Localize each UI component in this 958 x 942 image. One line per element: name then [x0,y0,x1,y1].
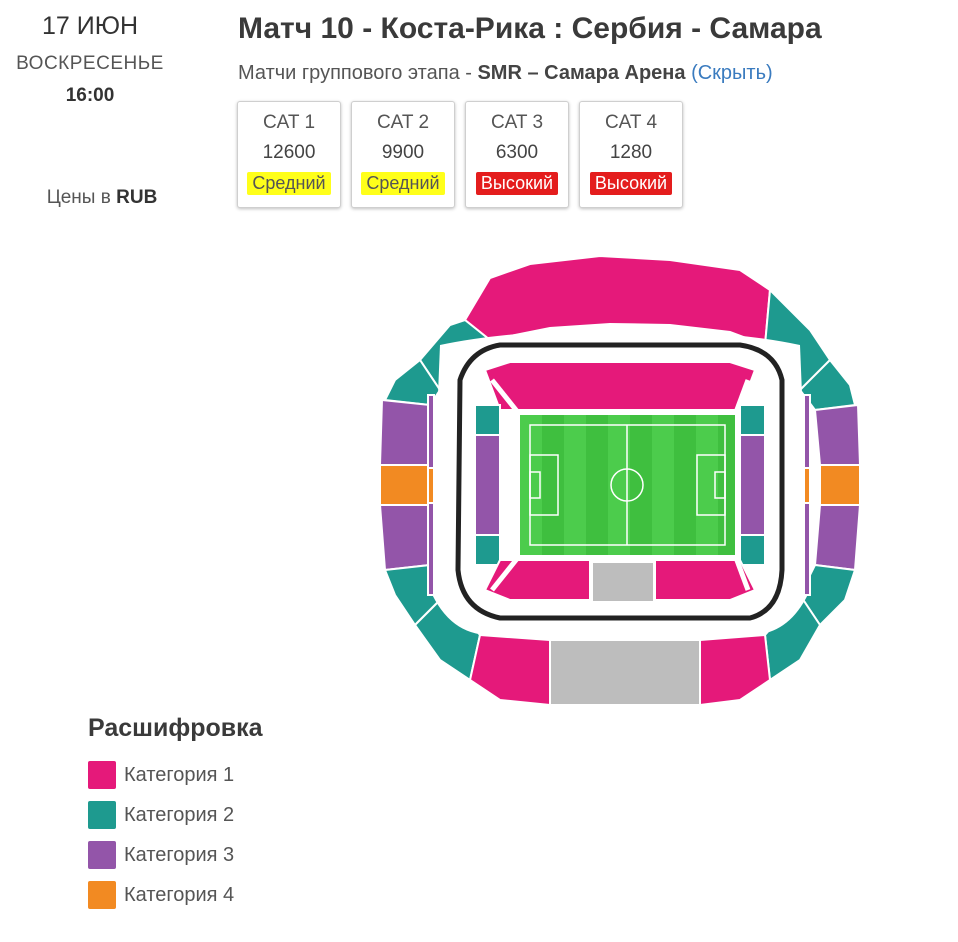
legend-label: Категория 4 [124,883,235,906]
category-price: 12600 [262,142,316,163]
section-inner-top[interactable] [483,361,757,411]
category-name: CAT 2 [376,112,430,133]
currency-code: RUB [116,187,158,208]
legend-label: Категория 3 [124,843,235,866]
stadium-ring [455,342,785,621]
category-card-4[interactable]: CAT 4 1280 Высокий [579,101,683,208]
demand-badge: Высокий [589,172,673,195]
legend-swatch [88,761,116,789]
legend-label: Категория 2 [124,803,235,826]
demand-badge: Высокий [475,172,559,195]
legend-swatch [88,801,116,829]
legend-item-cat2: Категория 2 [88,795,263,835]
legend-label: Категория 1 [124,763,235,786]
ring-left-orange [427,467,435,504]
section-inner-right-teal-bottom[interactable] [739,534,766,566]
hide-link[interactable]: (Скрыть) [691,62,773,84]
ring-right-orange [803,467,811,504]
category-name: CAT 1 [262,112,316,133]
legend-swatch [88,841,116,869]
section-inner-bottom-unavailable [591,561,655,603]
section-inner-left-teal-bottom[interactable] [474,534,501,566]
legend-item-cat4: Категория 4 [88,875,263,915]
stage-label: Матчи группового этапа - [238,62,472,84]
match-date: 17 ИЮН [41,12,139,40]
section-inner-bottom-left[interactable] [483,559,591,601]
category-price: 1280 [609,142,653,163]
legend-item-cat3: Категория 3 [88,835,263,875]
venue-code: SMR [477,62,522,84]
walkway-top-right [732,379,751,416]
section-bottom-left[interactable] [468,633,551,707]
section-left-cat4[interactable] [379,464,429,506]
walkway-bottom-left [490,553,522,592]
outer-stands [378,254,862,707]
legend-title: Расшифровка [88,714,263,742]
section-inner-right-teal-top[interactable] [739,404,766,436]
section-bottom-unavailable [549,639,701,706]
section-right-lower[interactable] [813,504,862,572]
match-time: 16:00 [65,85,115,106]
section-right-cat4[interactable] [819,464,861,506]
currency-note: Цены в RUB [0,187,204,209]
category-name: CAT 3 [490,112,544,133]
match-weekday: ВОСКРЕСЕНЬЕ [16,53,164,74]
match-subtitle: Матчи группового этапа - SMR – Самара Ар… [238,62,773,85]
legend-item-cat1: Категория 1 [88,755,263,795]
legend-swatch [88,881,116,909]
category-card-1[interactable]: CAT 1 12600 Средний [237,101,341,208]
page-title: Матч 10 - Коста-Рика : Сербия - Самара [238,12,822,45]
demand-badge: Средний [247,172,331,195]
category-price: 6300 [495,142,539,163]
match-date-block: 17 ИЮН ВОСКРЕСЕНЬЕ 16:00 [0,10,180,107]
section-bottom-right[interactable] [699,633,772,707]
category-price: 9900 [381,142,425,163]
walkway-top-left [490,378,522,417]
category-name: CAT 4 [604,112,658,133]
venue-name: – Самара Арена [527,62,686,84]
category-card-2[interactable]: CAT 2 9900 Средний [351,101,455,208]
section-right-upper[interactable] [813,403,862,466]
walkway-bottom-right [732,554,751,591]
football-pitch [520,415,735,555]
category-card-3[interactable]: CAT 3 6300 Высокий [465,101,569,208]
currency-prefix: Цены в [46,187,111,208]
section-left-lower[interactable] [378,504,432,572]
section-inner-left-teal-top[interactable] [474,404,501,436]
demand-badge: Средний [361,172,445,195]
section-left-upper[interactable] [378,398,432,466]
category-cards: CAT 1 12600 Средний CAT 2 9900 Средний C… [237,101,683,208]
stadium-map[interactable] [370,250,870,715]
legend: Расшифровка Категория 1 Категория 2 Кате… [88,714,263,915]
